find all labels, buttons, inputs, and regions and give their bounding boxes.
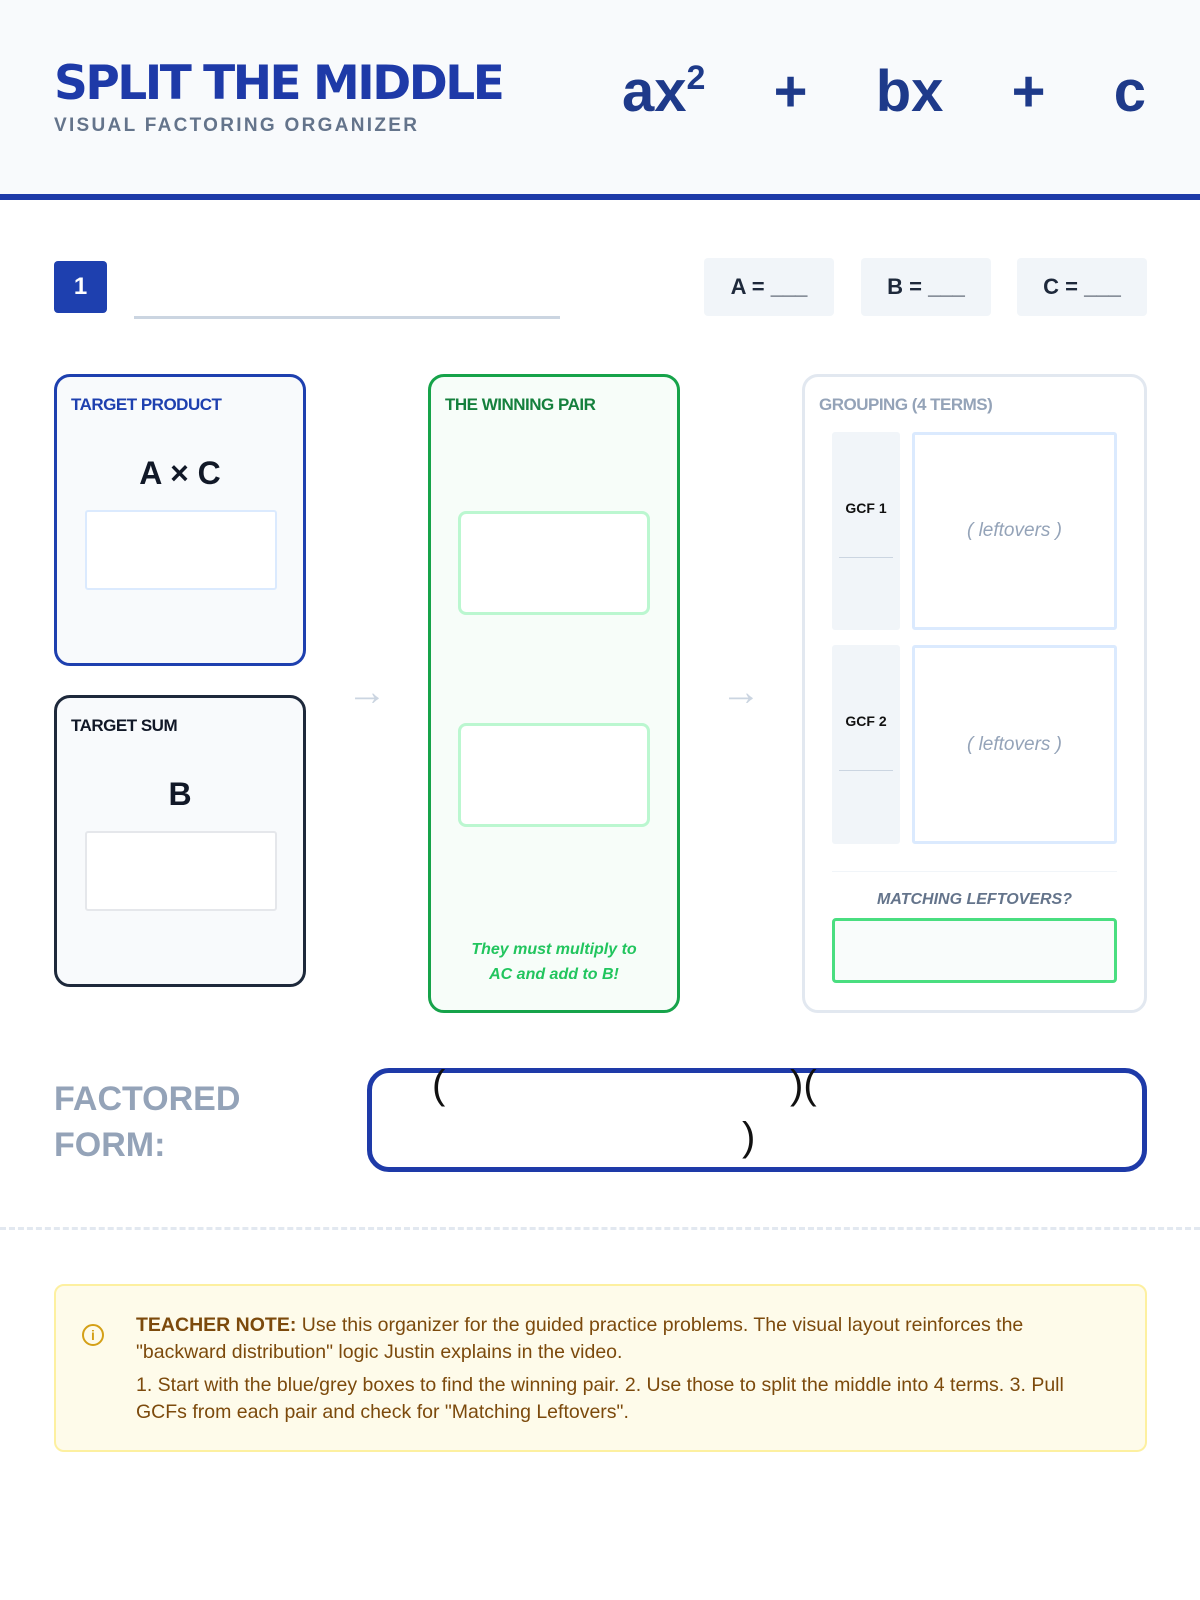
- target-sum-expr: B: [168, 776, 192, 812]
- coefficient-b-box[interactable]: B = ___: [861, 258, 991, 316]
- gcf-1-box[interactable]: GCF 1: [832, 432, 900, 630]
- teacher-note-body: Use this organizer for the guided practi…: [136, 1314, 1024, 1363]
- formula-c: + c: [1011, 59, 1146, 124]
- grouping-card: GROUPING (4 TERMS) GCF 1 ( leftovers ) G…: [802, 374, 1147, 1013]
- problem-write-line[interactable]: [134, 316, 560, 319]
- page-title: SPLIT THE MIDDLE: [54, 56, 505, 111]
- factored-form-box[interactable]: ( )( ): [367, 1063, 1147, 1172]
- formula-exponent: 2: [686, 59, 706, 97]
- teacher-note-label: TEACHER NOTE:: [136, 1314, 297, 1336]
- formula-b: + bx: [773, 59, 944, 124]
- close-paren: ): [742, 1115, 756, 1159]
- formula-a: ax: [621, 59, 687, 124]
- factored-form-label: FACTORED FORM:: [54, 1080, 241, 1164]
- coefficient-a-box[interactable]: A = ___: [704, 258, 834, 316]
- arrow-right-icon: →: [721, 670, 761, 714]
- teacher-note-text: TEACHER NOTE: Use this organizer for the…: [136, 1312, 1115, 1366]
- leftovers-2-box[interactable]: ( leftovers ): [912, 645, 1117, 844]
- teacher-note: i TEACHER NOTE: Use this organizer for t…: [54, 1284, 1147, 1452]
- standard-form-formula: ax2 + bx + c: [622, 58, 1146, 125]
- info-icon: i: [82, 1324, 104, 1346]
- gcf-1-line: [839, 557, 893, 558]
- gcf-1-label: GCF 1: [845, 500, 887, 516]
- target-product-title: TARGET PRODUCT: [71, 395, 222, 414]
- coefficient-c-box[interactable]: C = ___: [1017, 258, 1147, 316]
- winning-pair-card: THE WINNING PAIR They must multiply to A…: [428, 374, 680, 1013]
- matching-leftovers-input[interactable]: [832, 918, 1117, 983]
- section-divider: [0, 1227, 1200, 1230]
- target-sum-card: TARGET SUM B: [54, 695, 306, 987]
- gcf-2-line: [839, 770, 893, 771]
- open-paren: (: [432, 1063, 446, 1107]
- matching-leftovers-label: MATCHING LEFTOVERS?: [877, 891, 1072, 908]
- target-product-card: TARGET PRODUCT A × C: [54, 374, 306, 666]
- teacher-note-steps: 1. Start with the blue/grey boxes to fin…: [136, 1374, 1064, 1423]
- grouping-divider: [832, 871, 1117, 872]
- winning-pair-hint: They must multiply to AC and add to B!: [471, 941, 637, 983]
- header: SPLIT THE MIDDLE VISUAL FACTORING ORGANI…: [0, 0, 1200, 200]
- winning-number-1-input[interactable]: [458, 511, 650, 615]
- target-product-input[interactable]: [85, 510, 277, 590]
- grouping-title: GROUPING (4 TERMS): [819, 395, 993, 414]
- target-product-expr: A × C: [139, 455, 221, 491]
- arrow-right-icon: →: [347, 670, 387, 714]
- problem-number-badge: 1: [54, 261, 107, 313]
- target-sum-title: TARGET SUM: [71, 716, 178, 735]
- target-sum-input[interactable]: [85, 831, 277, 911]
- gcf-2-label: GCF 2: [845, 713, 887, 729]
- winning-pair-title: THE WINNING PAIR: [445, 395, 596, 414]
- gcf-2-box[interactable]: GCF 2: [832, 645, 900, 844]
- leftovers-1-box[interactable]: ( leftovers ): [912, 432, 1117, 630]
- middle-parens: )(: [790, 1063, 817, 1107]
- page-subtitle: VISUAL FACTORING ORGANIZER: [54, 115, 420, 136]
- winning-number-2-input[interactable]: [458, 723, 650, 827]
